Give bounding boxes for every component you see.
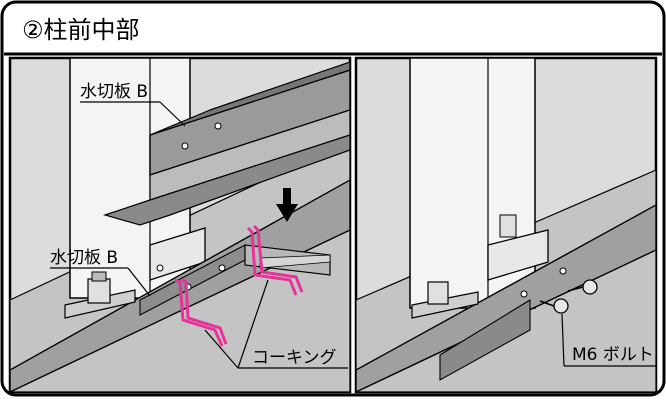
- header-title: ②柱前中部: [22, 16, 140, 44]
- bolt-icon: [539, 298, 569, 314]
- left-panel: 水切板 B 水切板 B コーキング: [8, 56, 352, 394]
- caulk-line-1: [174, 278, 224, 347]
- label-caulking: コーキング: [252, 348, 337, 368]
- bracket-right: [487, 229, 549, 281]
- flashing-plate-installed: [356, 204, 656, 392]
- caulk-line-2: [246, 226, 298, 296]
- label-plate-b-top: 水切板 B: [80, 82, 148, 102]
- down-arrow-icon: [276, 188, 298, 222]
- anchor-nut-icon: [427, 281, 449, 305]
- right-panel: M6 ボルト: [354, 56, 658, 394]
- anchor-nut-icon: [87, 278, 111, 304]
- label-plate-b-mid: 水切板 B: [50, 248, 118, 268]
- bolt-icon: [567, 279, 598, 295]
- label-m6-bolt: M6 ボルト: [572, 345, 654, 365]
